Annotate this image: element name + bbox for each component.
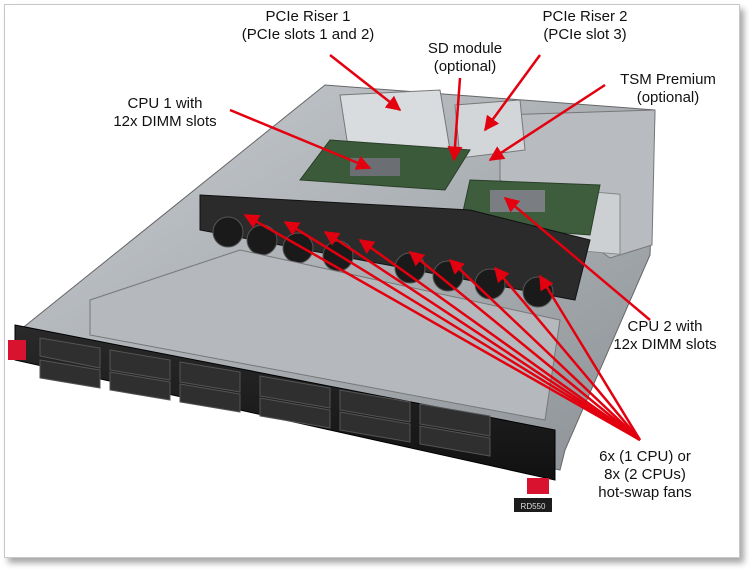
callout-cpu-1-title: CPU 1 with — [127, 95, 203, 112]
arrow-sd-module — [447, 77, 463, 162]
model-label: RD550 — [521, 502, 546, 511]
callout-fans-line-2: 8x (2 CPUs) — [604, 466, 686, 483]
left-ear-accent — [8, 340, 26, 360]
callout-sd-module-detail: (optional) — [433, 58, 497, 75]
callout-fans-line-1: 6x (1 CPU) or — [599, 448, 691, 465]
right-ear-accent — [527, 478, 549, 494]
callout-sd-module: SD module (optional) — [410, 40, 520, 76]
arrow-fan-6 — [448, 258, 641, 441]
callout-hot-swap-fans: 6x (1 CPU) or 8x (2 CPUs) hot-swap fans — [575, 448, 715, 502]
arrow-cpu2 — [503, 197, 651, 321]
arrow-fan-4 — [358, 238, 641, 442]
callout-pcie-riser-2: PCIe Riser 2 (PCIe slot 3) — [520, 8, 650, 44]
callout-fans-line-3: hot-swap fans — [598, 484, 692, 501]
arrow-fan-5 — [408, 251, 641, 441]
callout-cpu-2-title: CPU 2 with — [627, 318, 703, 335]
drive-bays — [39, 337, 491, 457]
callout-pcie-riser-1-title: PCIe Riser 1 — [265, 8, 351, 25]
arrow-fan-8 — [538, 274, 642, 441]
callout-cpu-2-detail: 12x DIMM slots — [613, 336, 717, 353]
callout-pcie-riser-2-detail: (PCIe slot 3) — [543, 26, 627, 43]
arrow-fan-1 — [243, 213, 641, 442]
callout-pcie-riser-1: PCIe Riser 1 (PCIe slots 1 and 2) — [228, 8, 388, 44]
arrow-fan-7 — [494, 266, 641, 441]
callout-arrows — [229, 54, 651, 442]
arrow-cpu1 — [229, 108, 372, 170]
arrow-riser1 — [329, 54, 402, 111]
callout-cpu-1: CPU 1 with 12x DIMM slots — [95, 95, 235, 131]
model-plate — [514, 498, 552, 512]
callout-tsm-premium-detail: (optional) — [636, 89, 700, 106]
callout-sd-module-title: SD module — [427, 40, 503, 57]
callout-tsm-premium: TSM Premium (optional) — [608, 71, 728, 107]
arrow-tsm — [488, 83, 606, 162]
callout-cpu-2: CPU 2 with 12x DIMM slots — [600, 318, 730, 354]
callout-pcie-riser-2-title: PCIe Riser 2 — [542, 8, 628, 25]
callout-pcie-riser-1-detail: (PCIe slots 1 and 2) — [241, 26, 375, 43]
callout-cpu-1-detail: 12x DIMM slots — [113, 113, 217, 130]
callout-tsm-premium-title: TSM Premium — [620, 71, 716, 88]
arrow-fan-2 — [283, 220, 641, 442]
arrow-riser2 — [483, 54, 542, 132]
arrow-fan-3 — [323, 230, 641, 442]
